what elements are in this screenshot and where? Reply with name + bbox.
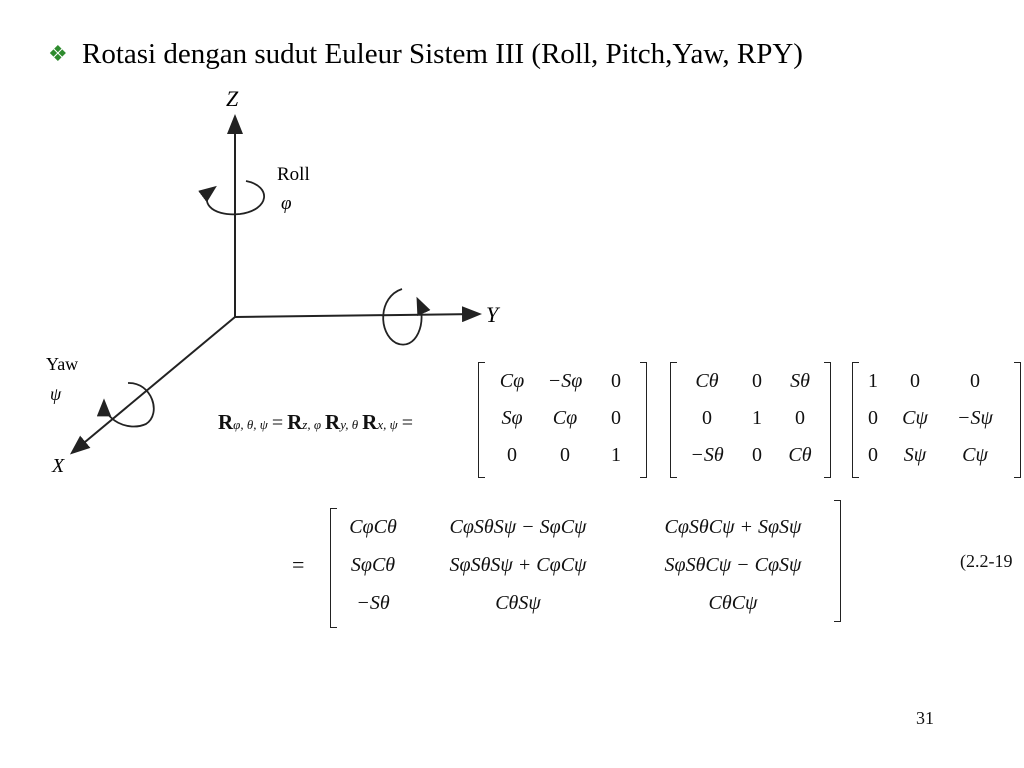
matrix-cell: 1	[752, 407, 762, 429]
matrix-cell: CφSθSψ − SφCψ	[449, 515, 587, 538]
matrix-cell: 1	[868, 370, 878, 392]
rx-R: R	[362, 410, 378, 434]
equation-1-lhs: Rφ, θ, ψ = Rz, φ Ry, θ Rx, ψ =	[218, 410, 413, 435]
matrix-1-right-bracket	[640, 362, 647, 478]
matrix-cell: 0	[611, 407, 621, 429]
matrix-cell: 0	[910, 370, 920, 392]
roll-rotation-arrow	[198, 180, 265, 216]
slide-title: Rotasi dengan sudut Euleur Sistem III (R…	[82, 37, 803, 70]
yaw-rotation-arrow	[96, 382, 155, 428]
matrix-2-right-bracket	[824, 362, 831, 478]
matrix-cell: 0	[611, 370, 621, 392]
matrix-cell: −Sψ	[957, 407, 993, 429]
matrix-3-left-bracket	[852, 362, 859, 478]
ry-subscript: y, θ	[340, 417, 359, 432]
lhs-R: R	[218, 410, 234, 434]
matrix-cell: 0	[752, 444, 762, 466]
x-axis-label: X	[51, 455, 65, 477]
rz-R: R	[287, 410, 303, 434]
y-axis	[234, 306, 482, 323]
matrix-cell: SφCθ	[350, 553, 396, 576]
matrix-2-left-bracket	[670, 362, 677, 478]
matrix-cell: −Sθ	[690, 444, 724, 466]
matrix-cell: CφCθ	[349, 515, 397, 538]
matrix-3-right-bracket	[1014, 362, 1021, 478]
matrix-cell: SφSθSψ + CφCψ	[449, 553, 587, 576]
matrix-cell: 0	[868, 444, 878, 466]
matrix-cell: Cψ	[962, 444, 988, 466]
page-number: 31	[916, 708, 934, 728]
matrix-cell: 0	[970, 370, 980, 392]
matrix-cell: CφSθCψ + SφSψ	[664, 515, 802, 538]
equation-number: (2.2-19	[960, 551, 1013, 571]
lhs-subscript: φ, θ, ψ	[233, 417, 268, 432]
matrix-ry: Cθ 0 Sθ 0 1 0 −Sθ 0 Cθ	[678, 363, 822, 474]
matrix-cell: 0	[868, 407, 878, 429]
z-axis-label: Z	[226, 86, 239, 111]
matrix-cell: Sθ	[790, 370, 810, 392]
matrix-cell: 0	[795, 407, 805, 429]
matrix-cell: Sψ	[903, 444, 927, 466]
matrix-cell: Cψ	[902, 407, 928, 429]
matrix-cell: 0	[507, 444, 517, 466]
matrix-cell: −Sφ	[547, 370, 583, 392]
matrix-cell: 1	[611, 444, 621, 466]
pitch-rotation-arrow	[382, 288, 431, 346]
matrix-1-left-bracket	[478, 362, 485, 478]
matrix-cell: CθCψ	[708, 591, 758, 614]
matrix-cell: CθSψ	[495, 591, 541, 614]
matrix-cell: −Sθ	[356, 591, 390, 614]
yaw-symbol: ψ	[50, 384, 62, 404]
x-axis	[69, 316, 236, 455]
matrix-cell: SφSθCψ − CφSψ	[664, 553, 802, 576]
matrix-rz: Cφ −Sφ 0 Sφ Cφ 0 0 0 1	[488, 363, 638, 474]
rx-subscript: x, ψ	[377, 417, 398, 432]
yaw-label: Yaw	[46, 354, 78, 374]
matrix-rx: 1 0 0 0 Cψ −Sψ 0 Sψ Cψ	[858, 363, 1008, 474]
roll-label: Roll	[277, 164, 310, 185]
roll-symbol: φ	[281, 193, 292, 214]
equals-sign-1: =	[271, 412, 284, 434]
equals-sign-3: =	[292, 552, 305, 577]
result-matrix-left-bracket	[330, 508, 337, 628]
matrix-cell: 0	[702, 407, 712, 429]
matrix-cell: 0	[752, 370, 762, 392]
bullet-icon: ❖	[48, 41, 68, 66]
result-matrix-right-bracket	[834, 500, 841, 622]
matrix-cell: Cθ	[695, 370, 719, 392]
title-row: ❖ Rotasi dengan sudut Euleur Sistem III …	[48, 34, 803, 74]
matrix-cell: Cθ	[788, 444, 812, 466]
ry-R: R	[325, 410, 341, 434]
y-axis-label: Y	[486, 302, 501, 327]
equals-sign-2: =	[401, 412, 413, 434]
matrix-cell: Cφ	[552, 407, 578, 429]
matrix-cell: Sφ	[501, 407, 523, 429]
matrix-cell: 0	[560, 444, 570, 466]
matrix-cell: Cφ	[499, 370, 525, 392]
rz-subscript: z, φ	[302, 417, 322, 432]
result-matrix: CφCθ CφSθSψ − SφCψ CφSθCψ + SφSψ SφCθ Sφ…	[338, 508, 838, 622]
